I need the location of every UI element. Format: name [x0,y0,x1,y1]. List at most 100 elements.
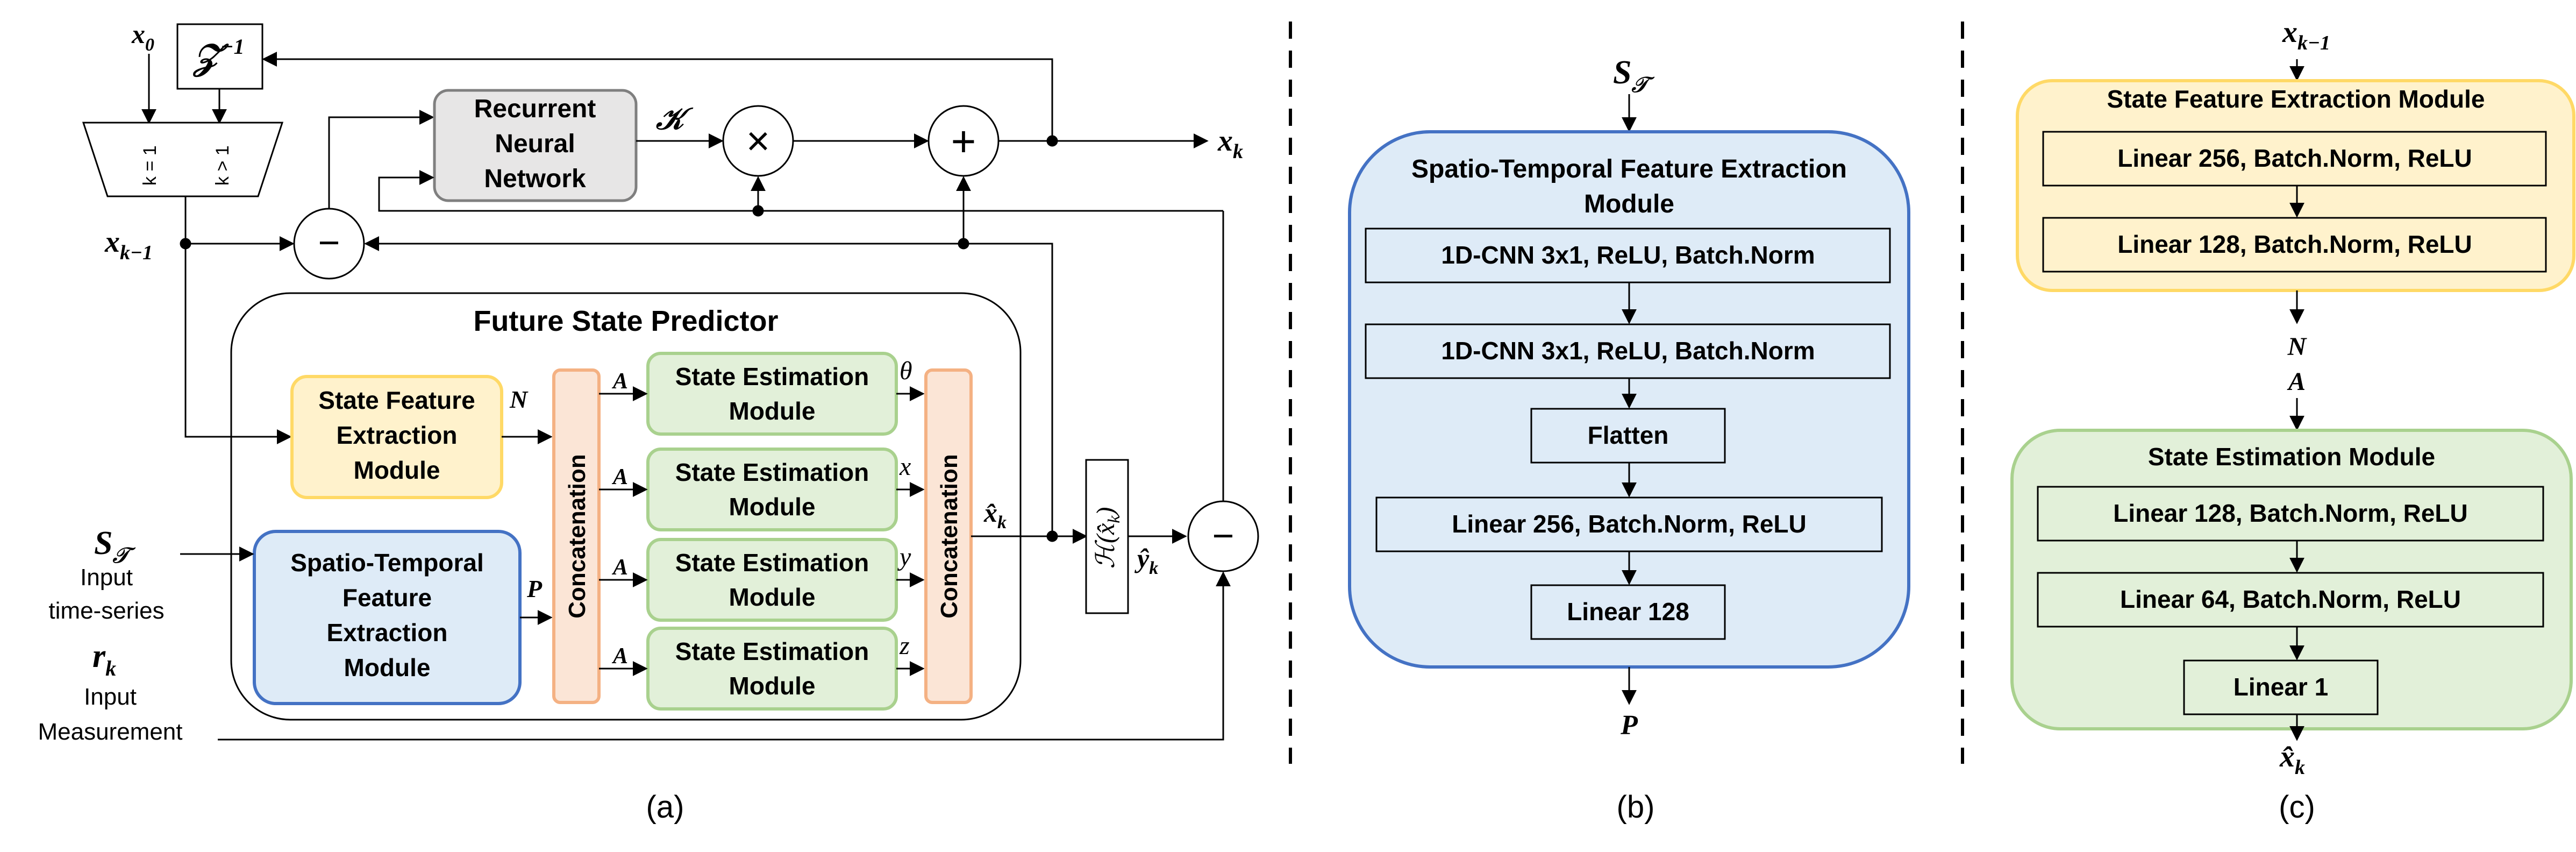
sem-4-line1: State Estimation [675,637,869,665]
c-A-label: A [2287,367,2306,396]
add-symbol: + [951,117,976,165]
b-layer-5 [1530,584,1726,640]
concat-1-label: Concatenation [564,454,590,619]
junction-xhat [1046,530,1058,542]
switch-trapezoid [82,122,284,197]
c-output-label: x̂k [2279,740,2305,779]
b-layer-1 [1365,228,1891,283]
svg-text:Module: Module [354,456,440,484]
r-label: rk [92,638,116,680]
b-title-line1: Spatio-Temporal Feature Extraction [1411,155,1847,183]
c-sfe-layer-2 [2042,217,2547,273]
b-layer-1-label: 1D-CNN 3x1, ReLU, Batch.Norm [1441,241,1815,269]
xhat-feedback [364,236,1053,538]
c-sem-layer-3 [2183,659,2379,715]
A-label-4: A [611,644,628,669]
delay-label: 𝒵−1 [192,34,244,77]
concat-2-label: Concatenation [936,454,962,619]
r-desc-2: Measurement [38,719,182,745]
c-sem-layer-2-label: Linear 64, Batch.Norm, ReLU [2120,585,2461,613]
b-layer-4 [1375,496,1883,552]
b-layer-3-label: Flatten [1588,421,1669,449]
concat-1 [552,368,601,704]
svg-text:Spatio-Temporal: Spatio-Temporal [290,549,484,577]
P-label: P [526,575,543,602]
panel-c: xk−1 State Feature Extraction Module Lin… [2010,16,2575,825]
b-title-line2: Module [1584,190,1674,218]
rnn-block [433,89,638,202]
c-input-label: xk−1 [2282,16,2330,54]
svg-text:Recurrent: Recurrent [474,95,596,123]
caption-a: (a) [646,790,684,825]
svg-text:Network: Network [484,165,586,193]
S-label: S𝒯 [94,525,135,567]
svg-text:Feature: Feature [342,584,432,612]
panel-a: x0 𝒵−1 k = 1 k > 1 xk−1 − Recurrent [38,19,1259,825]
fsp-title: Future State Predictor [473,305,778,337]
c-sem-layer-3-label: Linear 1 [2234,673,2328,701]
svg-text:Extraction: Extraction [327,619,448,647]
S-desc-1: Input [80,564,133,591]
output-y: y [897,543,911,571]
sem-4-line2: Module [729,672,816,700]
b-layer-4-label: Linear 256, Batch.Norm, ReLU [1452,510,1807,538]
b-output-label: P [1620,710,1638,741]
sem-3-line1: State Estimation [675,549,869,577]
sem-1-line2: Module [729,397,816,425]
rnn-feedback-line [378,170,1223,212]
b-layer-2-label: 1D-CNN 3x1, ReLU, Batch.Norm [1441,337,1815,365]
svg-text:State Feature: State Feature [318,386,475,414]
b-layer-5-label: Linear 128 [1567,598,1689,626]
svg-text:Extraction: Extraction [337,421,458,449]
c-sfe-layer-2-label: Linear 128, Batch.Norm, ReLU [2117,230,2472,258]
subtract-to-rnn [328,110,434,209]
fsp-container [230,292,1022,721]
stfe-label: Spatio-Temporal Feature Extraction Modul… [290,549,484,681]
panel-b: S𝒯 Spatio-Temporal Feature Extraction Mo… [1348,54,1910,825]
N-label: N [509,386,529,413]
output-x: x [899,452,911,481]
c-sem-layer-2 [2037,572,2544,628]
b-input-label: S𝒯 [1613,54,1654,97]
r-desc-1: Input [84,684,137,710]
c-sem-layer-1 [2037,486,2544,542]
c-sem-title: State Estimation Module [2148,443,2435,471]
r-input-line [218,571,1231,741]
xhat-label: x̂k [983,498,1007,532]
sem-1-line1: State Estimation [675,363,869,390]
c-sem-layer-1-label: Linear 128, Batch.Norm, ReLU [2113,499,2468,527]
c-N-label: N [2287,332,2308,361]
sfe-label: State Feature Extraction Module [318,386,475,484]
sem-2-line2: Module [729,493,816,521]
measurement-function-label: ℋ(x̂k) [1091,507,1123,569]
A-label-2: A [611,465,628,489]
kalman-gain-label: 𝒦 [655,103,694,136]
sem-3-line2: Module [729,583,816,611]
b-layer-2 [1365,323,1891,379]
caption-c: (c) [2279,790,2315,825]
caption-b: (b) [1617,790,1655,825]
yhat-label: ŷk [1134,543,1158,578]
xk-label: xk [1217,124,1243,163]
S-desc-2: time-series [48,598,164,624]
rnn-label: Recurrent Neural Network [474,95,596,193]
b-layer-3 [1530,408,1726,464]
A-label-3: A [611,555,628,580]
output-z: z [899,631,910,660]
xk-to-delay [262,52,1053,141]
multiply-symbol: × [746,118,770,164]
switch-kgt1: k > 1 [212,145,233,186]
subtract-symbol-1: − [318,222,340,264]
c-sfe-layer-1 [2042,131,2547,187]
xkm1-label: xk−1 [104,225,153,264]
sem-group: State Estimation Module A θ State Estima… [599,352,925,711]
xkm1-to-sfe [184,244,292,444]
subtract-symbol-2: − [1212,515,1235,557]
c-sfe-title: State Feature Extraction Module [2107,85,2485,113]
output-theta: θ [900,357,912,385]
switch-k1: k = 1 [140,145,160,186]
A-label-1: A [611,369,628,394]
sem-2-line1: State Estimation [675,458,869,486]
c-sfe-layer-1-label: Linear 256, Batch.Norm, ReLU [2117,144,2472,172]
